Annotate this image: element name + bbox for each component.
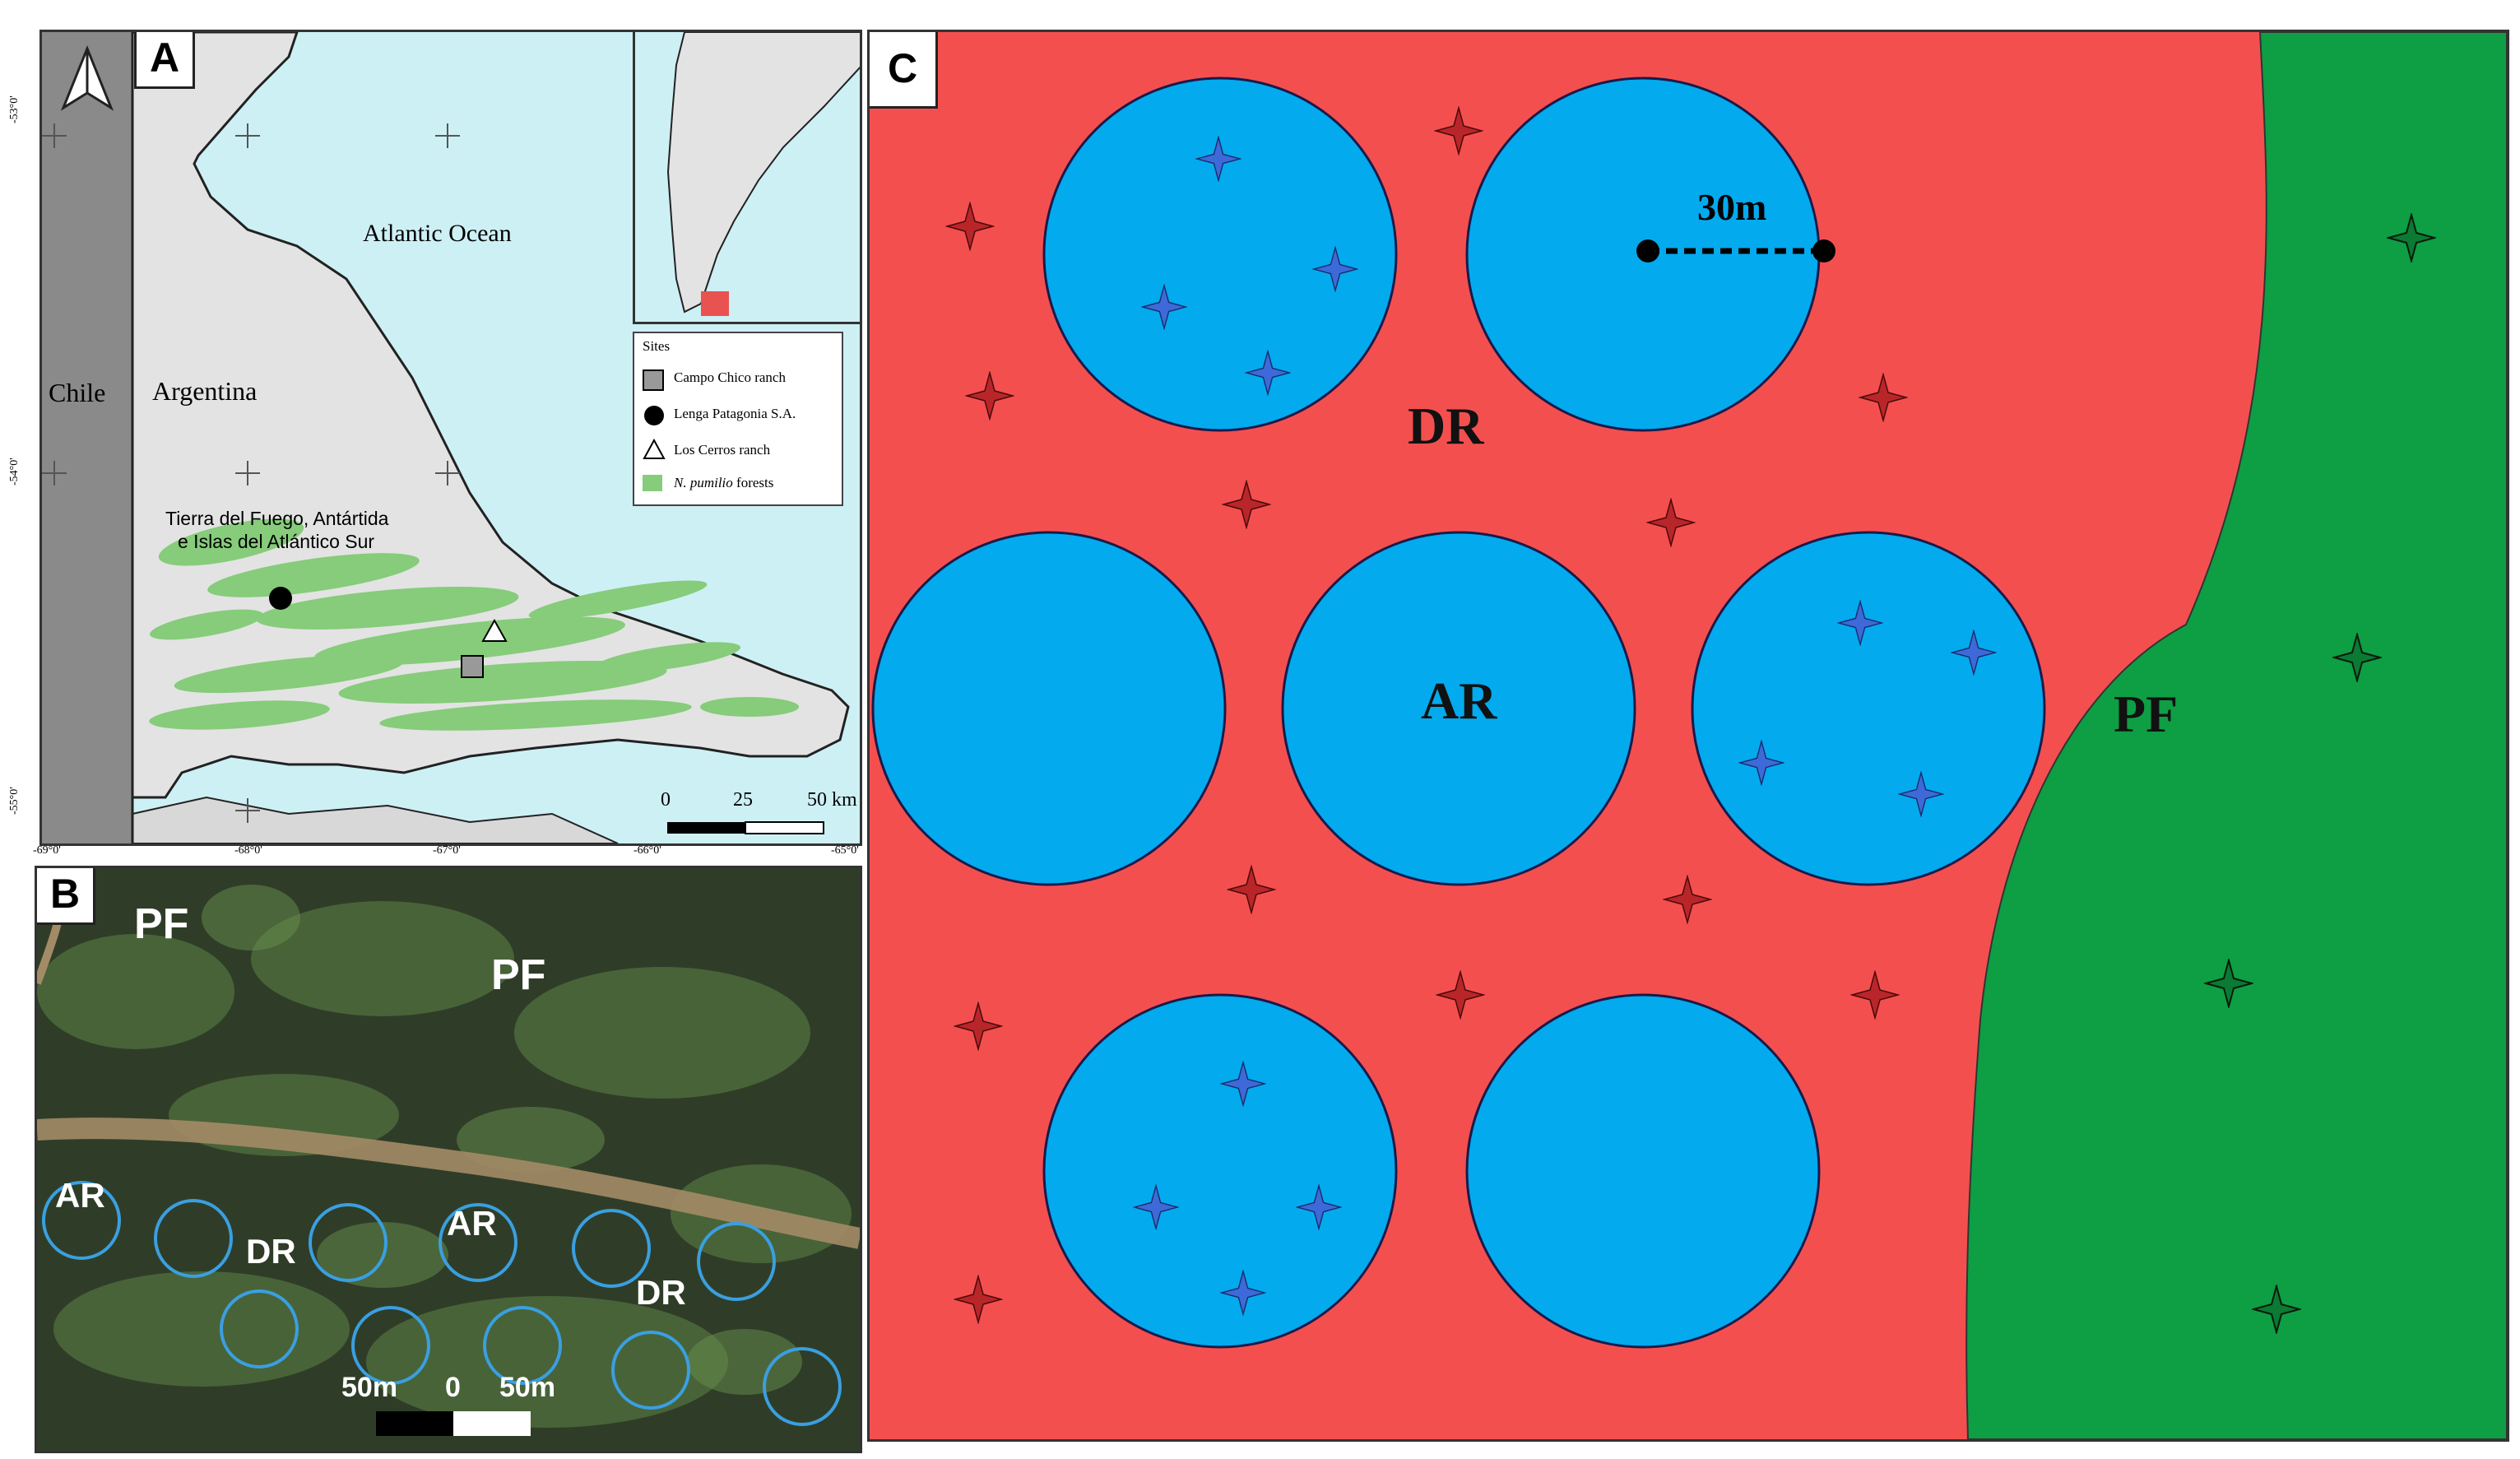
scale-label-50: 50 km [807, 789, 857, 811]
plot-circles [42, 1181, 842, 1426]
land-south [132, 796, 619, 843]
radius-label: 30m [1697, 186, 1767, 228]
scale-label-0: 0 [661, 789, 671, 811]
province-label-line2: e Islas del Atlántico Sur [178, 531, 375, 552]
pf-label: PF [2114, 685, 2179, 743]
ar-label: AR [1421, 671, 1497, 730]
inset-south-america [633, 32, 860, 324]
legend-item-campo-chico: Campo Chico ranch [674, 369, 786, 385]
lat-label-53: -53°0' [8, 95, 21, 123]
legend-forest-swatch [643, 475, 662, 491]
panel-c-diagram: 30m DR AR PF C [867, 30, 2509, 1442]
ar-circle-1 [1042, 77, 1398, 432]
legend-square-icon [643, 369, 664, 391]
legend-title: Sites [643, 338, 671, 354]
pf-area [1965, 32, 2507, 1439]
province-label-line1: Tierra del Fuego, Antártida [165, 508, 389, 529]
legend-item-los-cerros: Los Cerros ranch [674, 442, 771, 458]
lon-label-69: -69°0' [33, 844, 61, 857]
lon-label-65: -65°0' [831, 844, 859, 857]
location-map [42, 32, 850, 843]
study-area-marker [701, 291, 729, 316]
photo-label-dr-2: DR [636, 1273, 686, 1312]
scale-label-25: 25 [733, 789, 753, 811]
legend-triangle-icon [643, 439, 666, 459]
sampling-design [871, 32, 2507, 1439]
scale-bar [667, 821, 824, 834]
ar-circle-4 [1281, 531, 1636, 886]
north-arrow-icon [60, 44, 114, 111]
dr-label: DR [1408, 397, 1484, 455]
aerial-photo [37, 868, 860, 1451]
legend-circle-icon [644, 406, 664, 425]
ar-circle-3 [871, 531, 1227, 886]
panel-label-b: B [37, 868, 95, 925]
photo-scale-white [453, 1411, 531, 1436]
radius-indicator [1636, 239, 1835, 263]
ar-circle-7 [1465, 993, 1821, 1349]
panel-b-aerial-photo: PF PF AR AR DR DR 50m 0 50m B [35, 866, 862, 1453]
photo-label-pf-1: PF [134, 900, 189, 948]
country-label-chile: Chile [49, 378, 106, 407]
lon-label-67: -67°0' [433, 844, 461, 857]
photo-label-ar-1: AR [55, 1176, 105, 1215]
site-los-cerros [481, 618, 508, 642]
panel-a-map: Sites Campo Chico ranch Lenga Patagonia … [39, 30, 862, 846]
legend: Sites Campo Chico ranch Lenga Patagonia … [633, 332, 843, 506]
chile-area [42, 32, 132, 843]
panel-label-c: C [870, 32, 938, 109]
ocean-label: Atlantic Ocean [363, 220, 512, 247]
photo-scale-black [376, 1411, 453, 1436]
ar-circle-5 [1691, 531, 2046, 886]
legend-item-forest: N. pumilio forests [674, 475, 774, 490]
panel-label-a: A [134, 32, 195, 89]
site-campo-chico [461, 655, 484, 678]
photo-scale-label-zero: 0 [445, 1372, 461, 1403]
lon-label-66: -66°0' [633, 844, 661, 857]
photo-label-ar-2: AR [447, 1204, 497, 1243]
lat-label-54: -54°0' [8, 458, 21, 486]
ar-circle-6 [1042, 993, 1398, 1349]
photo-scale-label-left: 50m [341, 1372, 398, 1403]
graticule [42, 123, 460, 823]
ar-circles [871, 77, 2046, 1349]
country-label-argentina: Argentina [152, 376, 258, 406]
photo-label-dr-1: DR [246, 1232, 296, 1271]
dirt-track [37, 1117, 860, 1249]
lat-label-55: -55°0' [8, 787, 21, 815]
site-lenga-patagonia [269, 587, 292, 610]
lon-label-68: -68°0' [234, 844, 262, 857]
forest-patches [149, 518, 799, 731]
photo-scale-label-right: 50m [499, 1372, 556, 1403]
legend-item-lenga: Lenga Patagonia S.A. [674, 406, 796, 421]
photo-label-pf-2: PF [491, 951, 546, 999]
